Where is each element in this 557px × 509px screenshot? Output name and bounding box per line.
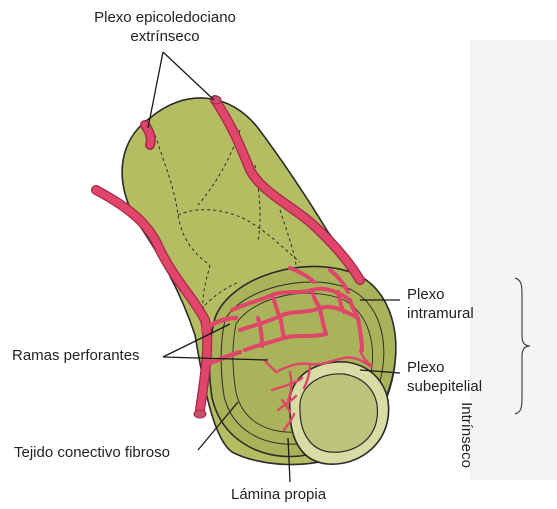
label-intramural-plexus: Plexo intramural: [407, 285, 474, 323]
lumen: [300, 374, 378, 452]
vessel-cut-end: [211, 96, 221, 104]
label-lamina-propria: Lámina propia: [231, 485, 326, 504]
background-shade: [470, 40, 557, 480]
label-intrinsic: Intrínseco: [457, 360, 476, 509]
leader-extrinsic-right: [163, 52, 214, 100]
label-intramural-line-1: Plexo: [407, 285, 474, 304]
vessel-cut-end: [194, 410, 206, 418]
label-extrinsic-line-1: Plexo epicoledociano: [60, 8, 270, 27]
label-extrinsic-line-2: extrínseco: [60, 27, 270, 46]
label-extrinsic-plexus: Plexo epicoledociano extrínseco: [60, 8, 270, 46]
label-perforating-branches: Ramas perforantes: [12, 346, 140, 365]
label-intramural-line-2: intramural: [407, 304, 474, 323]
label-fibrous-tissue: Tejido conectivo fibroso: [14, 443, 170, 462]
